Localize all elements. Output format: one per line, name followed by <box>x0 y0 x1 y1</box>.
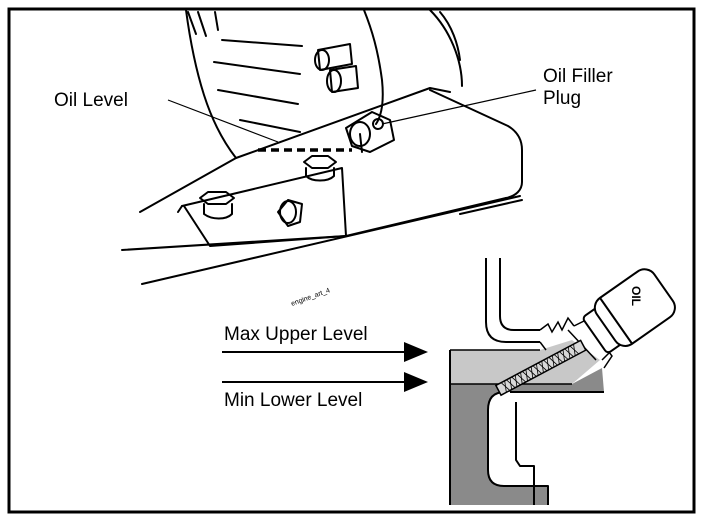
oil-fill-cutaway: OIL <box>449 258 676 505</box>
min-level-arrowhead <box>404 372 428 392</box>
max-upper-level-label: Max Upper Level <box>224 324 368 345</box>
oil-filler-cap <box>582 268 676 354</box>
oil-level-leader-line <box>167 99 279 143</box>
art-id-label: engine_art_4 <box>290 287 331 308</box>
oil-body <box>450 368 604 505</box>
min-lower-level-label: Min Lower Level <box>224 390 362 411</box>
oil-filler-leader-line <box>381 89 537 125</box>
oil-filler-label-line1: Oil Filler <box>543 66 613 87</box>
max-level-arrowhead <box>404 342 428 362</box>
oil-level-label: Oil Level <box>54 90 128 111</box>
oil-filler-label-line2: Plug <box>543 88 581 109</box>
oil-cap-label: OIL <box>629 286 643 306</box>
level-arrows <box>222 342 428 392</box>
figure-frame <box>7 7 696 514</box>
engine-illustration <box>121 9 523 285</box>
